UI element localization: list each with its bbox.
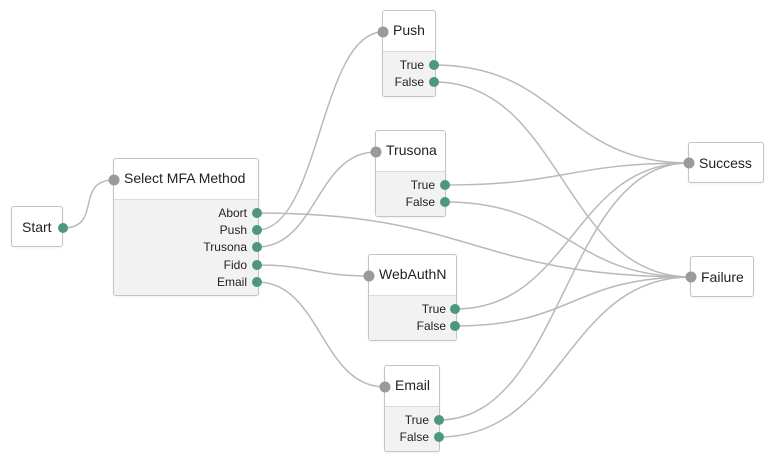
select-mfa-fido-port[interactable]: [252, 260, 262, 270]
wire-select_mfa-push-to-push: [256, 31, 384, 231]
wire-start-to-select_mfa: [62, 179, 115, 229]
email-outcome-true: True: [404, 413, 429, 427]
push-input-port[interactable]: [377, 26, 389, 38]
wire-select_mfa-trusona-to-trusona: [256, 151, 377, 248]
wire-webauthn-false-to-failure: [454, 276, 692, 327]
wire-select_mfa-email-to-email: [256, 281, 386, 388]
webauthn-node-title: WebAuthN: [379, 266, 447, 282]
push-true-port[interactable]: [429, 60, 439, 70]
push-node-title: Push: [393, 22, 425, 38]
webauthn-outcome-true: True: [421, 302, 446, 316]
failure-node-title: Failure: [701, 268, 744, 285]
select-mfa-outcome-push: Push: [219, 223, 247, 237]
trusona-outcome-false: False: [405, 195, 435, 209]
webauthn-false-port[interactable]: [450, 321, 460, 331]
webauthn-input-port[interactable]: [363, 270, 375, 282]
webauthn-true-port[interactable]: [450, 304, 460, 314]
email-true-port[interactable]: [434, 415, 444, 425]
wire-push-false-to-failure: [433, 81, 692, 278]
trusona-node[interactable]: Trusona: [375, 130, 446, 217]
trusona-true-port[interactable]: [440, 180, 450, 190]
select-mfa-outcome-fido: Fido: [223, 258, 247, 272]
start-node[interactable]: Start: [11, 206, 63, 247]
select-mfa-method-title: Select MFA Method: [124, 170, 246, 186]
wire-email-true-to-success: [438, 162, 690, 421]
email-false-port[interactable]: [434, 432, 444, 442]
success-node-title: Success: [699, 154, 752, 171]
email-node[interactable]: Email: [384, 365, 440, 452]
email-node-title: Email: [395, 377, 431, 393]
start-output-port[interactable]: [58, 223, 68, 233]
select-mfa-email-port[interactable]: [252, 277, 262, 287]
push-outcome-true: True: [399, 58, 424, 72]
email-outcome-false: False: [399, 430, 429, 444]
wire-trusona-false-to-failure: [444, 201, 692, 278]
webauthn-node[interactable]: WebAuthN: [368, 254, 457, 341]
success-node[interactable]: Success: [688, 142, 764, 183]
push-outcome-false: False: [394, 75, 424, 89]
trusona-false-port[interactable]: [440, 197, 450, 207]
success-input-port[interactable]: [683, 157, 695, 169]
wire-push-true-to-success: [433, 64, 690, 164]
select-mfa-outcome-trusona: Trusona: [203, 240, 247, 254]
wire-trusona-true-to-success: [444, 162, 690, 186]
select-mfa-outcome-email: Email: [216, 275, 247, 289]
select-mfa-method-node[interactable]: Select MFA Method: [113, 158, 259, 296]
failure-node[interactable]: Failure: [690, 256, 754, 297]
select-mfa-method-input-port[interactable]: [108, 174, 120, 186]
webauthn-outcome-false: False: [416, 319, 446, 333]
wire-select_mfa-abort-to-failure: [256, 212, 692, 278]
wire-webauthn-true-to-success: [454, 162, 690, 310]
select-mfa-trusona-port[interactable]: [252, 242, 262, 252]
select-mfa-abort-port[interactable]: [252, 208, 262, 218]
push-false-port[interactable]: [429, 77, 439, 87]
failure-input-port[interactable]: [685, 271, 697, 283]
select-mfa-push-port[interactable]: [252, 225, 262, 235]
select-mfa-outcome-abort: Abort: [218, 206, 247, 220]
trusona-node-title: Trusona: [386, 142, 437, 158]
push-node[interactable]: Push: [382, 10, 436, 97]
wire-select_mfa-fido-to-webauthn: [256, 264, 370, 277]
trusona-outcome-true: True: [410, 178, 435, 192]
start-node-title: Start: [22, 218, 52, 235]
wire-email-false-to-failure: [438, 276, 692, 438]
email-input-port[interactable]: [379, 381, 391, 393]
trusona-input-port[interactable]: [370, 146, 382, 158]
